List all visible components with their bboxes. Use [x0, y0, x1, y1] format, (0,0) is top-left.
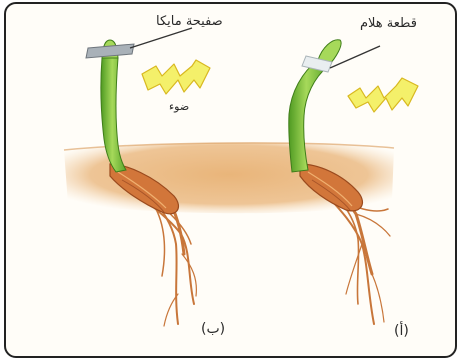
- light-arrow-icon: [142, 60, 210, 94]
- mica-sheet-label: صفيحة مايكا: [156, 14, 223, 29]
- diagram-frame: صفيحة مايكا قطعة هلام ضوء (ب) (أ): [4, 2, 457, 358]
- mica-leader-line: [130, 28, 192, 48]
- phototropism-diagram: [6, 4, 455, 356]
- light-label: ضوء: [169, 100, 189, 113]
- panel-a-label: (أ): [394, 323, 409, 339]
- mica-sheet: [86, 44, 134, 58]
- light-arrow-icon: [348, 78, 418, 112]
- panel-b-label: (ب): [201, 321, 225, 337]
- gelatin-piece-label: قطعة هلام: [360, 16, 417, 31]
